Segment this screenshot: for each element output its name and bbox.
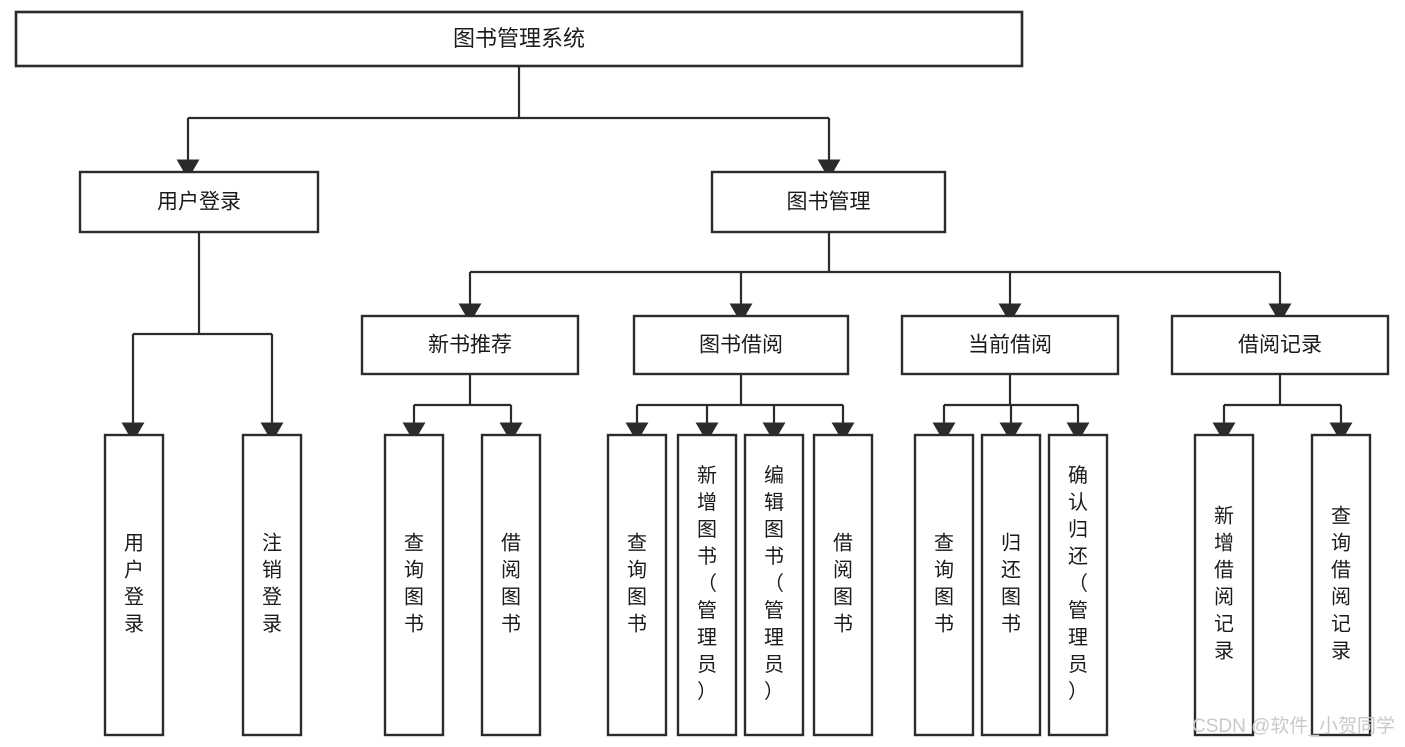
node-label: 图书管理系统	[453, 26, 585, 51]
node-box[interactable]	[1193, 433, 1255, 737]
node-box[interactable]	[676, 433, 738, 737]
node-book-borrow[interactable]: 图书借阅	[632, 314, 850, 376]
node-label: 查询图书	[627, 532, 647, 636]
node-user-login[interactable]: 用户登录	[78, 170, 320, 234]
node-box[interactable]	[1170, 314, 1390, 376]
csdn-watermark: CSDN @软件_小贺同学	[1192, 715, 1395, 737]
node-label: 借阅图书	[501, 532, 521, 636]
node-leaf-borrow-book[interactable]: 借阅图书	[812, 433, 874, 737]
node-box[interactable]	[743, 433, 805, 737]
node-label: 编辑图书（管理员）	[764, 464, 784, 703]
node-box[interactable]	[103, 433, 165, 737]
node-label: 新增借阅记录	[1214, 505, 1234, 663]
node-box[interactable]	[383, 433, 445, 737]
node-new-book-recommend[interactable]: 新书推荐	[360, 314, 580, 376]
node-box[interactable]	[980, 433, 1042, 737]
node-label: 查询借阅记录	[1331, 505, 1351, 663]
node-leaf-add-record[interactable]: 新增借阅记录	[1193, 433, 1255, 737]
node-box[interactable]	[1310, 433, 1372, 737]
node-leaf-query-record[interactable]: 查询借阅记录	[1310, 433, 1372, 737]
node-label: 新书推荐	[428, 334, 512, 357]
node-label: 归还图书	[1001, 532, 1021, 636]
node-leaf-query-book-borrow[interactable]: 查询图书	[606, 433, 668, 737]
connector-layer	[121, 66, 1353, 443]
node-leaf-edit-book[interactable]: 编辑图书（管理员）	[743, 433, 805, 737]
node-label: 图书管理	[787, 191, 871, 214]
node-label: 确认归还（管理员）	[1068, 464, 1088, 703]
node-leaf-return-book[interactable]: 归还图书	[980, 433, 1042, 737]
node-leaf-add-book[interactable]: 新增图书（管理员）	[676, 433, 738, 737]
node-leaf-borrow-book-recommend[interactable]: 借阅图书	[480, 433, 542, 737]
node-box[interactable]	[710, 170, 947, 234]
node-box[interactable]	[812, 433, 874, 737]
watermark-layer: CSDN @软件_小贺同学	[1192, 715, 1395, 737]
node-label: 注销登录	[262, 532, 282, 636]
node-borrow-record[interactable]: 借阅记录	[1170, 314, 1390, 376]
node-label: 用户登录	[124, 533, 144, 636]
node-box[interactable]	[900, 314, 1120, 376]
node-root-root[interactable]: 图书管理系统	[14, 10, 1024, 68]
node-layer: 图书管理系统用户登录图书管理新书推荐图书借阅当前借阅借阅记录用户登录注销登录查询…	[14, 10, 1390, 737]
node-leaf-user-login[interactable]: 用户登录	[103, 433, 165, 737]
node-box[interactable]	[241, 433, 303, 737]
node-label: 用户登录	[157, 191, 241, 214]
node-label: 新增图书（管理员）	[697, 464, 717, 703]
node-label: 借阅图书	[833, 532, 853, 636]
node-leaf-query-book-recommend[interactable]: 查询图书	[383, 433, 445, 737]
node-label: 查询图书	[934, 532, 954, 636]
node-book-manage[interactable]: 图书管理	[710, 170, 947, 234]
node-box[interactable]	[1047, 433, 1109, 737]
node-label: 当前借阅	[968, 334, 1052, 357]
node-leaf-logout[interactable]: 注销登录	[241, 433, 303, 737]
node-box[interactable]	[606, 433, 668, 737]
node-box[interactable]	[78, 170, 320, 234]
node-box[interactable]	[913, 433, 975, 737]
node-label: 借阅记录	[1238, 334, 1322, 357]
node-leaf-confirm-return[interactable]: 确认归还（管理员）	[1047, 433, 1109, 737]
node-label: 图书借阅	[699, 334, 783, 357]
node-current-borrow[interactable]: 当前借阅	[900, 314, 1120, 376]
node-box[interactable]	[632, 314, 850, 376]
node-box[interactable]	[360, 314, 580, 376]
node-leaf-query-book-current[interactable]: 查询图书	[913, 433, 975, 737]
node-box[interactable]	[14, 10, 1024, 68]
node-label: 查询图书	[404, 532, 424, 636]
node-box[interactable]	[480, 433, 542, 737]
